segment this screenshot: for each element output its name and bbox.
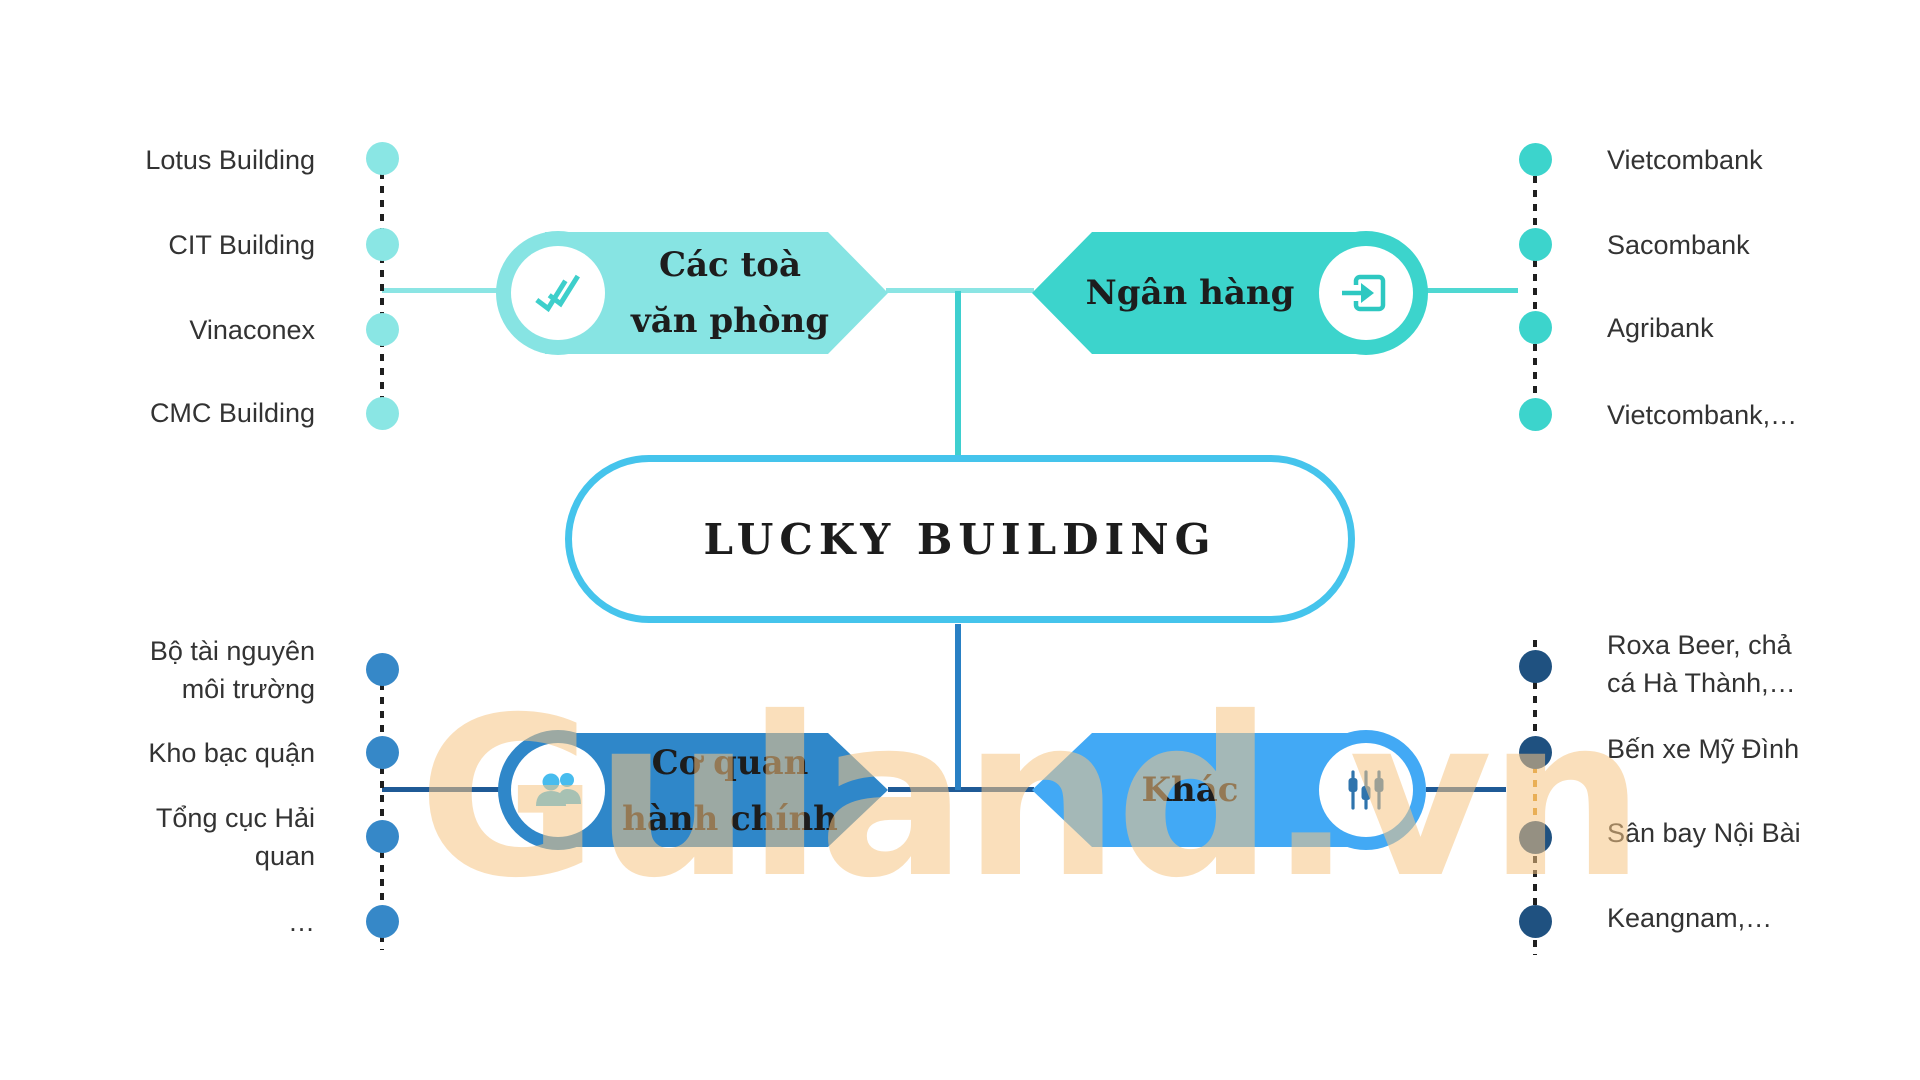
connector-other-to-dots [1426, 787, 1506, 792]
connector-bottom-middle [888, 787, 1034, 792]
list-dot [1519, 228, 1552, 261]
dotted-line-admin [380, 655, 384, 950]
list-dot [1519, 143, 1552, 176]
dotted-line-banks [1533, 162, 1537, 415]
list-dot [366, 397, 399, 430]
list-item: CIT Building [168, 230, 315, 260]
list-item: Vietcombank [1607, 145, 1763, 175]
list-item: Roxa Beer, chả cá Hà Thành,… [1607, 630, 1796, 698]
list-dot [366, 228, 399, 261]
sliders-icon [1348, 770, 1384, 810]
list-dot [366, 905, 399, 938]
other-node-label: Khác [1055, 733, 1325, 847]
list-item: Tổng cục Hải quan [155, 803, 315, 871]
connector-top-vertical [955, 291, 961, 456]
list-item: Lotus Building [145, 145, 315, 175]
offices-label-line1: Các toà [658, 245, 802, 285]
dotted-line-offices [380, 158, 384, 413]
list-dot [366, 653, 399, 686]
list-item: Vinaconex [189, 315, 315, 345]
admin-icon-circle [511, 743, 605, 837]
list-dot [366, 142, 399, 175]
connector-admin-to-dots [382, 787, 502, 792]
list-item: Sân bay Nội Bài [1607, 818, 1801, 848]
list-item: CMC Building [149, 398, 315, 428]
other-node [1032, 733, 1375, 847]
admin-label-line1: Cơ quan [651, 743, 809, 783]
list-item: Bộ tài nguyên môi trường [149, 636, 315, 704]
list-dot [1519, 821, 1552, 854]
banks-icon-circle [1319, 246, 1413, 340]
double-check-icon [535, 274, 580, 313]
banks-node-label: Ngân hàng [1055, 232, 1325, 354]
connector-offices-to-dots [382, 288, 502, 293]
connector-top-middle [886, 288, 1034, 293]
center-node: LUCKY BUILDING [565, 455, 1355, 623]
people-icon [536, 773, 581, 806]
arrow-into-box-icon [1342, 274, 1386, 312]
dotted-line-other-bottom [1533, 842, 1537, 955]
connector-banks-to-dots [1426, 288, 1518, 293]
admin-label-line2: hành chính [622, 799, 838, 839]
list-item: Keangnam,… [1607, 903, 1773, 933]
page-title: LUCKY BUILDING [703, 514, 1217, 564]
list-item: Vietcombank,… [1607, 400, 1798, 430]
list-dot [366, 820, 399, 853]
list-dot [366, 313, 399, 346]
list-item: … [288, 907, 315, 937]
dotted-line-other-orange [1533, 752, 1537, 836]
list-dot [366, 736, 399, 769]
list-dot [1519, 650, 1552, 683]
list-dot [1519, 736, 1552, 769]
dotted-line-other-top [1533, 640, 1537, 748]
list-dot [1519, 311, 1552, 344]
other-label-line1: Khác [1141, 770, 1239, 810]
list-item: Bến xe Mỹ Đình [1607, 734, 1800, 764]
other-icon-circle [1319, 743, 1413, 837]
list-item: Kho bạc quận [148, 738, 315, 768]
offices-icon-circle [511, 246, 605, 340]
list-item: Sacombank [1607, 230, 1750, 260]
connector-bottom-vertical [955, 624, 961, 790]
offices-label-line2: văn phòng [630, 301, 829, 341]
banks-label-line1: Ngân hàng [1085, 273, 1295, 313]
banks-node [1032, 232, 1375, 354]
admin-node-label: Cơ quan hành chính [585, 735, 875, 847]
offices-node-label: Các toà văn phòng [585, 234, 875, 352]
list-dot [1519, 398, 1552, 431]
list-dot [1519, 905, 1552, 938]
list-item: Agribank [1607, 313, 1714, 343]
